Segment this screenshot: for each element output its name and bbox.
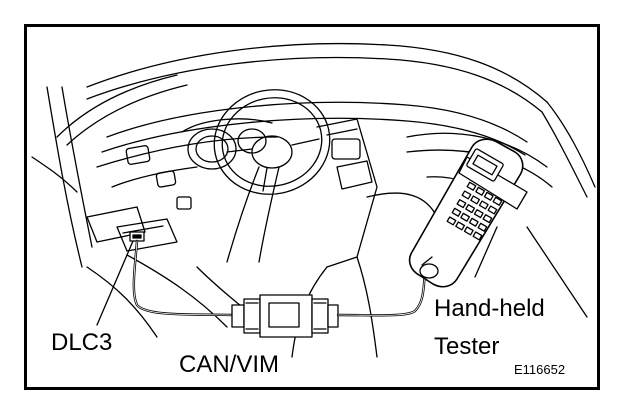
dlc3-label: DLC3 — [51, 329, 113, 356]
can-vim-label: CAN/VIM — [179, 351, 280, 378]
dlc3-leader-line — [96, 240, 134, 326]
can-vim-module — [231, 294, 339, 338]
vehicle-interior-diagram — [31, 42, 596, 358]
center-console — [291, 118, 438, 358]
cable-dlc3-to-vim-core — [133, 240, 233, 316]
tester-keypad — [446, 181, 503, 241]
tester-label-line2: Tester — [434, 333, 500, 360]
figure-code: E116652 — [514, 362, 566, 377]
hand-held-tester — [408, 138, 528, 288]
tester-leader-line — [474, 226, 498, 278]
steering-wheel — [213, 89, 331, 263]
cable-vim-to-tester-core — [337, 266, 428, 316]
windshield-outline — [56, 42, 596, 198]
cable-vim-to-tester — [336, 265, 429, 317]
left-door-pillar — [31, 86, 93, 268]
cable-dlc3-to-vim — [132, 239, 234, 317]
illustration-frame: DLC3 CAN/VIM Hand-held Tester E116652 — [24, 24, 600, 390]
tester-label-line1: Hand-held — [434, 295, 545, 322]
dlc3-connector — [129, 231, 145, 242]
